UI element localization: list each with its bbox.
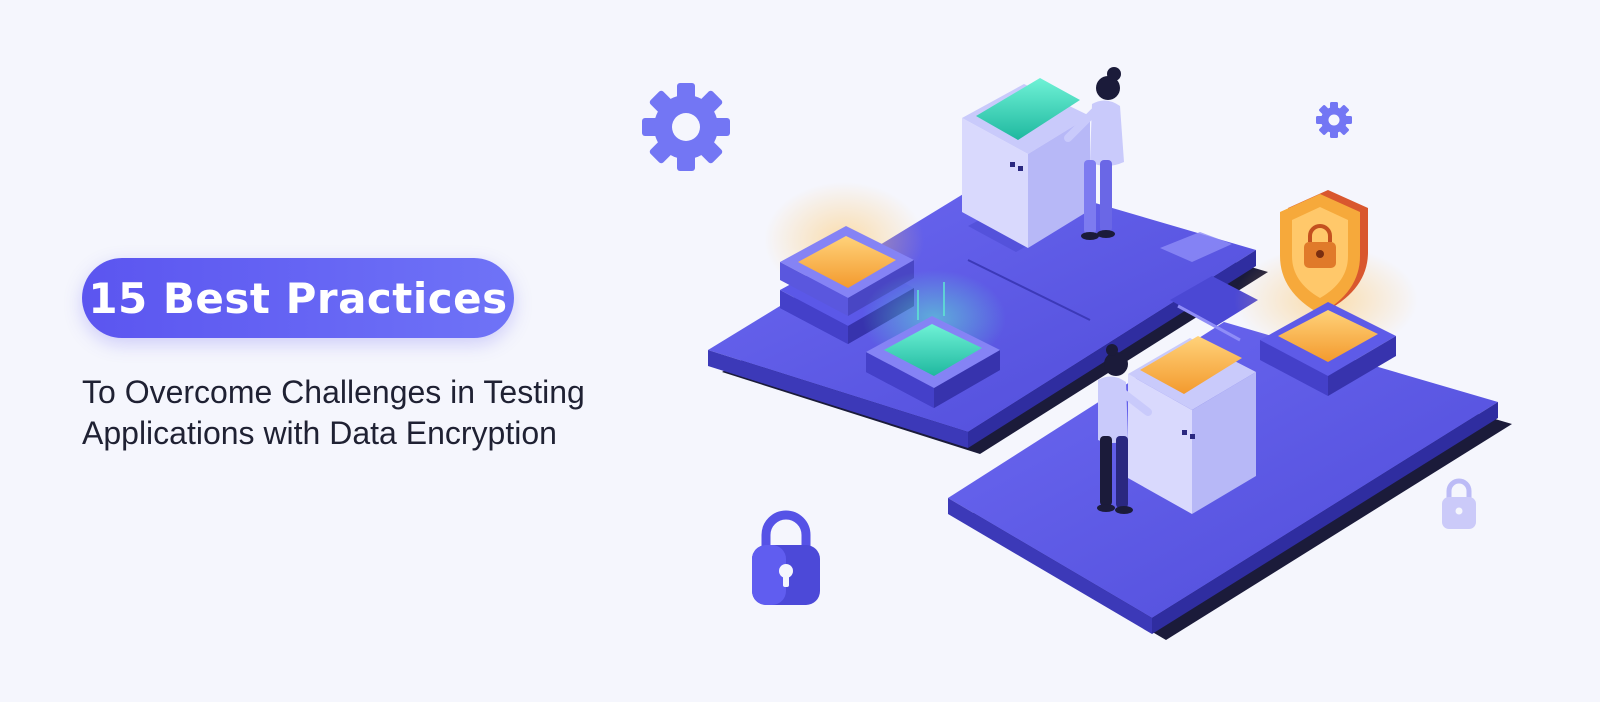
- subtitle-line-2: Applications with Data Encryption: [82, 414, 557, 451]
- server-stack-teal: [862, 270, 1006, 408]
- headline-badge-text: 15 Best Practices: [88, 273, 508, 323]
- subtitle-line-1: To Overcome Challenges in Testing: [82, 374, 585, 410]
- terminal-teal: [962, 78, 1090, 252]
- bridge: [1170, 276, 1258, 342]
- headline-badge: 15 Best Practices: [82, 258, 514, 338]
- small-gear-icon: [1316, 102, 1352, 138]
- small-padlock-icon: [1442, 478, 1476, 529]
- person-top: [1064, 67, 1124, 240]
- subtitle: To Overcome Challenges in Testing Applic…: [82, 372, 702, 454]
- padlock-icon: [752, 510, 820, 605]
- gear-icon: [642, 83, 730, 171]
- person-bottom: [1097, 344, 1152, 514]
- shield-lock-icon: [1234, 190, 1418, 396]
- terminal-orange: [1128, 336, 1256, 514]
